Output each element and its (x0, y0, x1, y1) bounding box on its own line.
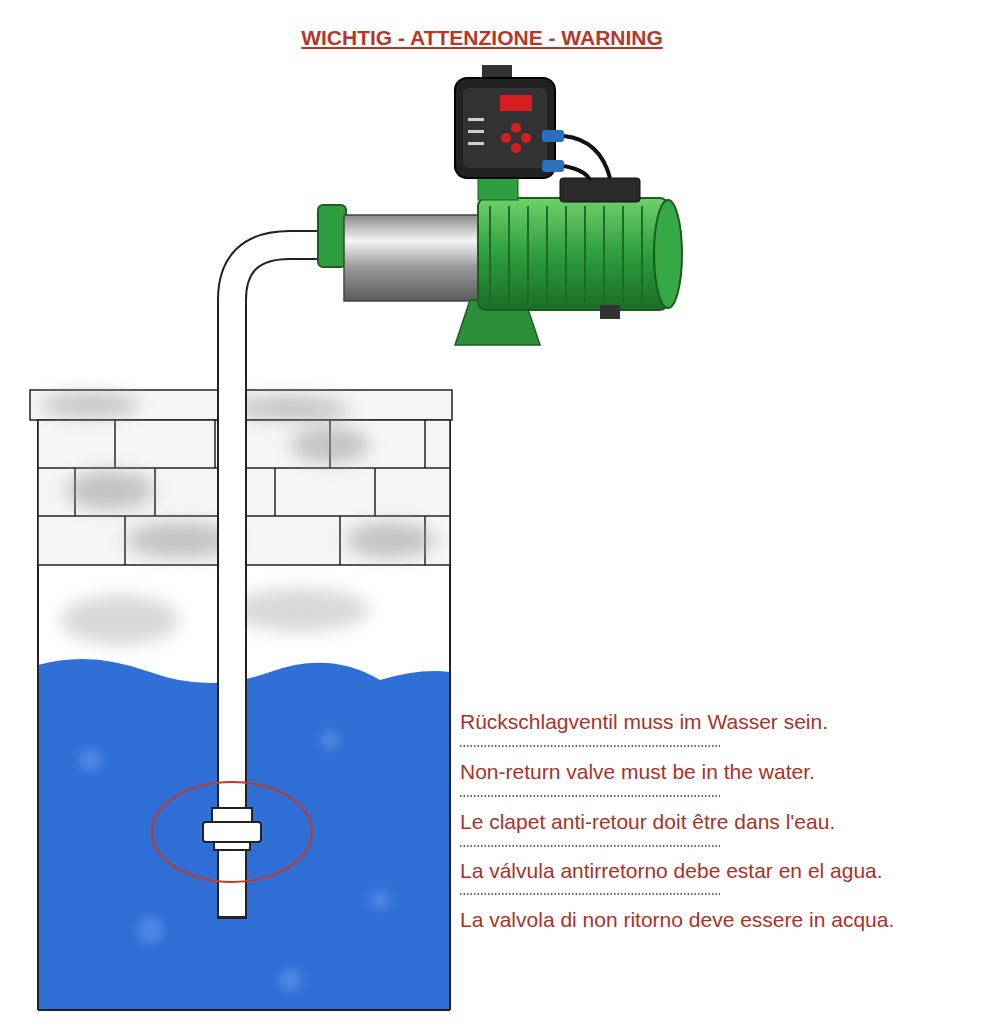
warning-text: Rückschlagventil muss im Wasser sein. (460, 710, 828, 734)
motor-fin (565, 206, 567, 302)
non-return-valve (203, 808, 261, 850)
pipe-end (217, 917, 247, 919)
motor-fin (489, 206, 491, 302)
motor-fin (603, 206, 605, 302)
warning-text: Non-return valve must be in the water. (460, 760, 815, 784)
warning-text: Le clapet anti-retour doit être dans l'e… (460, 810, 835, 834)
motor-fin (546, 206, 548, 302)
shading (60, 588, 370, 645)
pressure-controller (455, 65, 610, 180)
pump (318, 170, 682, 345)
motor-fin (584, 206, 586, 302)
motor-fin (508, 206, 510, 302)
highlight-circle (152, 782, 312, 882)
motor-fin (641, 206, 643, 302)
warning-text: La válvula antirretorno debe estar en el… (460, 859, 883, 883)
motor-fin (622, 206, 624, 302)
controller-display (500, 95, 532, 111)
warning-title: WICHTIG - ATTENZIONE - WARNING (301, 26, 663, 50)
motor-fin (527, 206, 529, 302)
warning-text: La valvola di non ritorno deve essere in… (460, 908, 894, 932)
